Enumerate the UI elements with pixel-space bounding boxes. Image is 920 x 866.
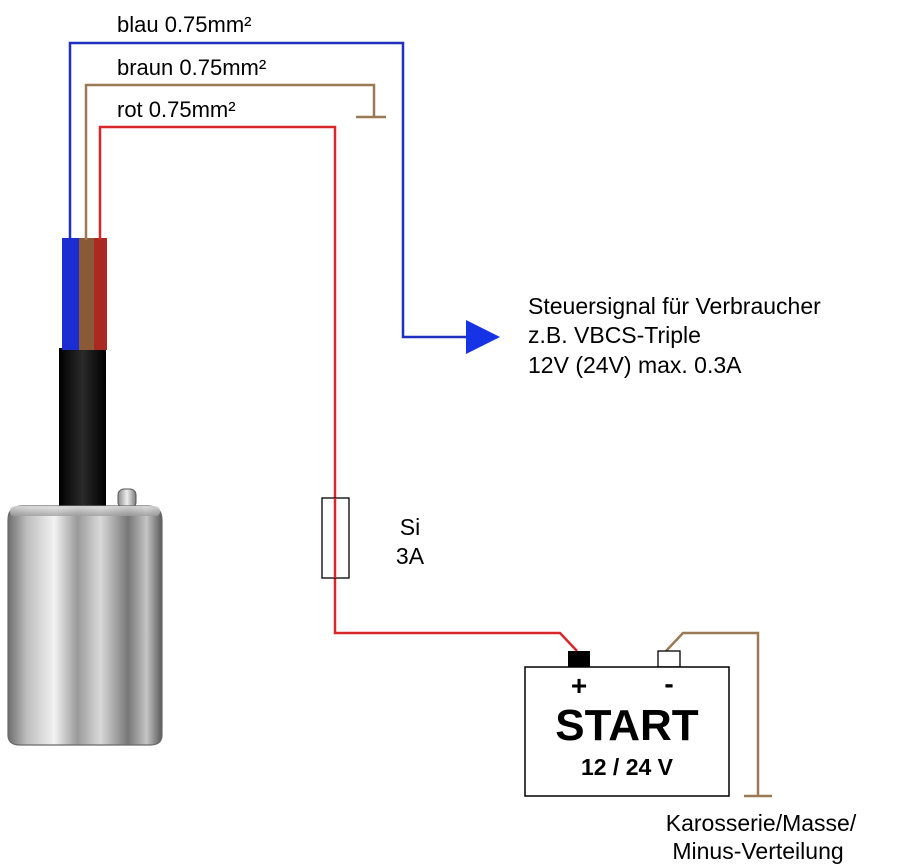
battery	[524, 650, 730, 797]
blue-wire	[68, 41, 470, 339]
sensor	[7, 348, 163, 746]
battery-body	[524, 666, 730, 797]
sensor-housing	[7, 505, 163, 746]
red-wire-core	[94, 238, 107, 350]
red-wire	[98, 125, 578, 652]
ground-label-line2: Minus-Verteilung	[672, 838, 843, 864]
red-wire-label: rot 0.75mm²	[117, 97, 236, 122]
sensor-housing-rim	[10, 506, 160, 516]
blue-arrow-head	[466, 320, 500, 354]
battery-minus-terminal	[657, 650, 681, 668]
ground-label-line1: Karosserie/Masse/	[666, 810, 857, 836]
signal-output-line2: z.B. VBCS-Triple	[528, 322, 701, 348]
sensor-cable-jacket	[59, 348, 106, 508]
blue-wire-core	[62, 238, 79, 350]
fuse-label-line2: 3A	[396, 543, 425, 569]
blue-wire-label: blau 0.75mm²	[117, 12, 252, 37]
brown-wire-label: braun 0.75mm²	[117, 55, 266, 80]
fuse-label-line1: Si	[400, 514, 420, 540]
brown-wire-core	[79, 238, 94, 350]
ground-wire	[665, 631, 760, 796]
battery-voltage: 12 / 24 V	[581, 754, 674, 780]
battery-plus-terminal	[568, 651, 590, 667]
battery-title: START	[555, 701, 699, 750]
sensor-pin	[117, 488, 137, 509]
battery-minus-label: -	[664, 668, 673, 699]
signal-output-line3: 12V (24V) max. 0.3A	[528, 352, 742, 378]
battery-plus-label: +	[571, 670, 587, 701]
signal-output-line1: Steuersignal für Verbraucher	[528, 293, 821, 319]
brown-wire	[84, 83, 376, 240]
